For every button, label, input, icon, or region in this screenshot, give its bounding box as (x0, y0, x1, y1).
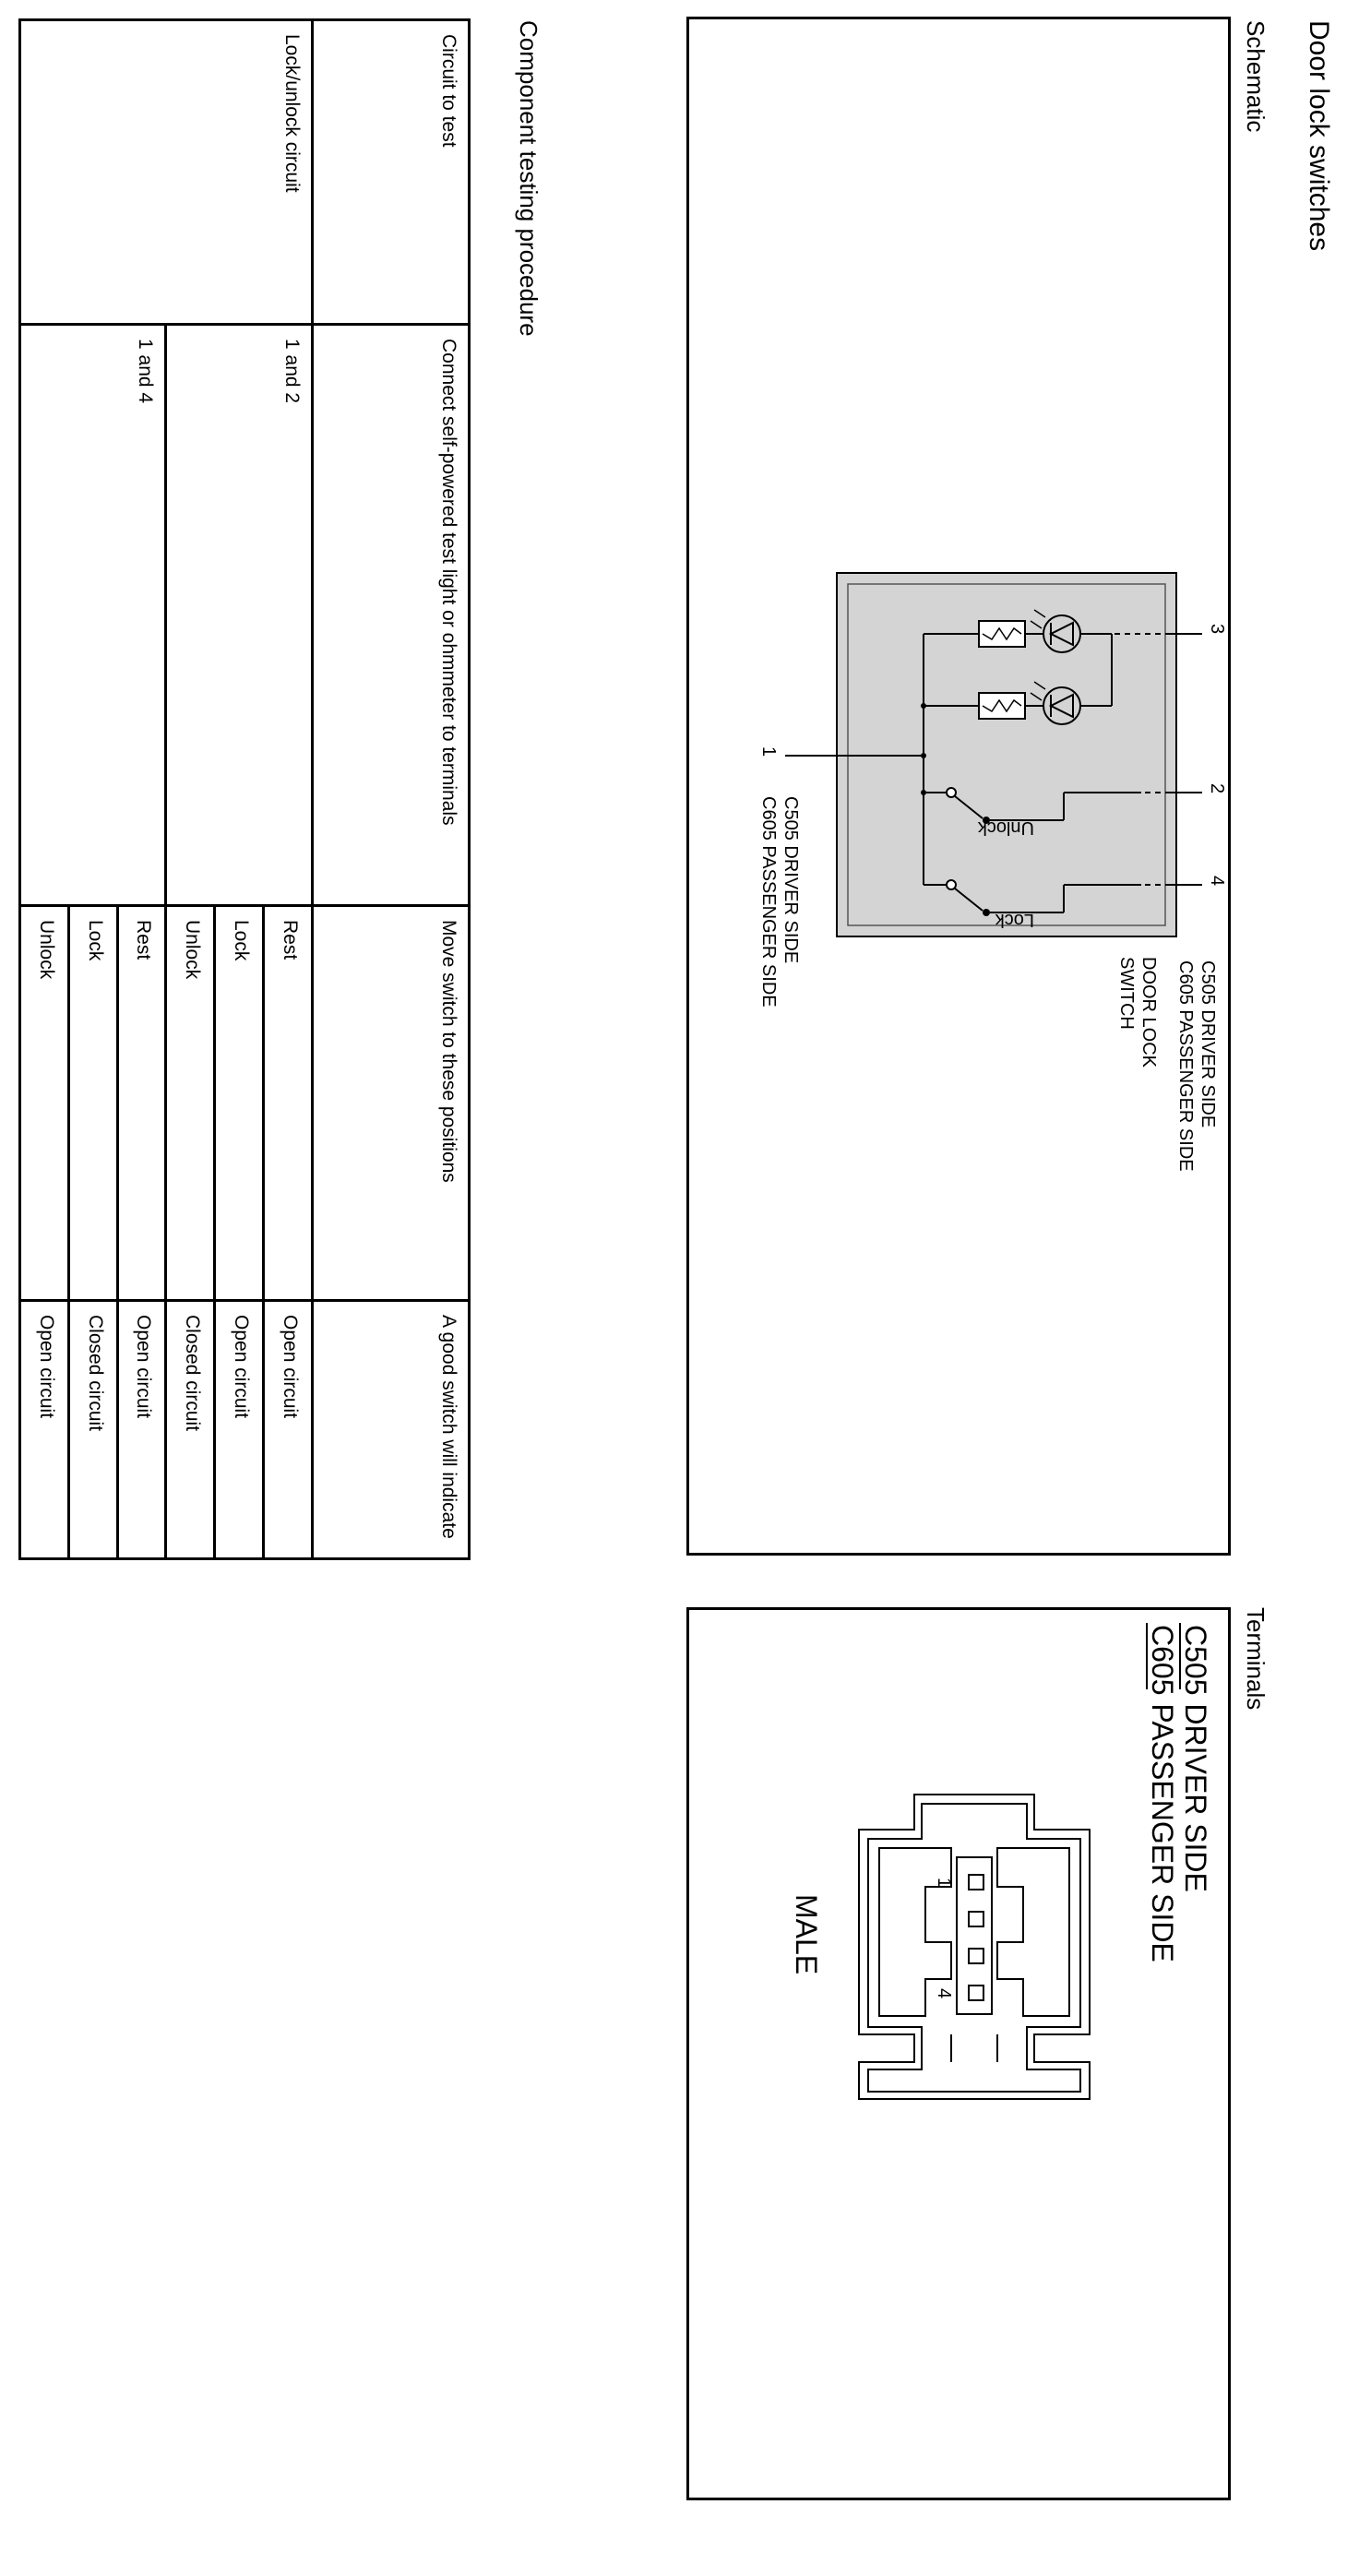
gender-label: MALE (790, 1894, 823, 1974)
terminals-cell-2: 1 and 4 (19, 324, 166, 906)
connector-top-line1: C505 DRIVER SIDE (1198, 960, 1218, 1127)
table-header-row: Circuit to test Connect self-powered tes… (312, 19, 470, 1559)
result-cell: Closed circuit (165, 1300, 215, 1559)
header-circuit: Circuit to test (312, 19, 470, 325)
position-cell: Unlock (165, 905, 215, 1301)
terminals-heading: Terminals (1242, 1607, 1270, 1711)
pin-1-label: 1 (758, 746, 779, 757)
schematic-frame: Unlock Lock 3 2 4 1 C505 DRIVER SIDE C60… (686, 17, 1231, 1556)
terminals-cell-1: 1 and 2 (165, 324, 313, 906)
terminals-connector-line2: C605 PASSENGER SIDE (1146, 1625, 1179, 1962)
position-cell: Rest (117, 905, 166, 1301)
table-row: Lock/unlock circuit 1 and 2 Rest Open ci… (19, 19, 313, 1559)
header-terminals: Connect self-powered test light or ohmme… (312, 324, 470, 906)
position-cell: Rest (263, 905, 313, 1301)
terminals-diagram: C505 DRIVER SIDE C605 PASSENGER SIDE 1 4… (790, 1623, 1212, 2100)
schematic-heading: Schematic (1242, 20, 1270, 133)
result-cell: Closed circuit (68, 1300, 118, 1559)
result-cell: Open circuit (214, 1300, 264, 1559)
result-cell: Open circuit (117, 1300, 166, 1559)
result-cell: Open circuit (19, 1300, 69, 1559)
schematic-diagram: Unlock Lock 3 2 4 1 C505 DRIVER SIDE C60… (758, 572, 1227, 1172)
terminal-pin-4: 4 (934, 1988, 954, 1998)
lock-label: Lock (995, 910, 1034, 930)
terminals-frame: C505 DRIVER SIDE C605 PASSENGER SIDE 1 4… (686, 1607, 1231, 2500)
switch-label-line1: DOOR LOCK (1138, 957, 1159, 1068)
connector-housing (858, 1794, 1091, 2100)
terminal-pin-1: 1 (934, 1878, 954, 1888)
result-cell: Open circuit (263, 1300, 313, 1559)
pin-4-label: 4 (1207, 876, 1227, 886)
connector-bottom-line1: C505 DRIVER SIDE (781, 796, 801, 963)
unlock-label: Unlock (977, 817, 1034, 838)
connector-top-line2: C605 PASSENGER SIDE (1175, 960, 1196, 1172)
position-cell: Lock (214, 905, 264, 1301)
procedure-table: Circuit to test Connect self-powered tes… (18, 18, 471, 1560)
procedure-heading: Component testing procedure (515, 20, 542, 337)
header-positions: Move switch to these positions (312, 905, 470, 1301)
pin-2-label: 2 (1207, 783, 1227, 793)
pin-3-label: 3 (1207, 624, 1227, 634)
switch-label-line2: SWITCH (1116, 957, 1137, 1030)
position-cell: Lock (68, 905, 118, 1301)
position-cell: Unlock (19, 905, 69, 1301)
circuit-cell: Lock/unlock circuit (19, 19, 313, 325)
page-title: Door lock switches (1304, 20, 1334, 252)
connector-bottom-line2: C605 PASSENGER SIDE (758, 796, 779, 1008)
header-result: A good switch will indicate (312, 1300, 470, 1559)
terminals-connector-line1: C505 DRIVER SIDE (1179, 1625, 1212, 1892)
